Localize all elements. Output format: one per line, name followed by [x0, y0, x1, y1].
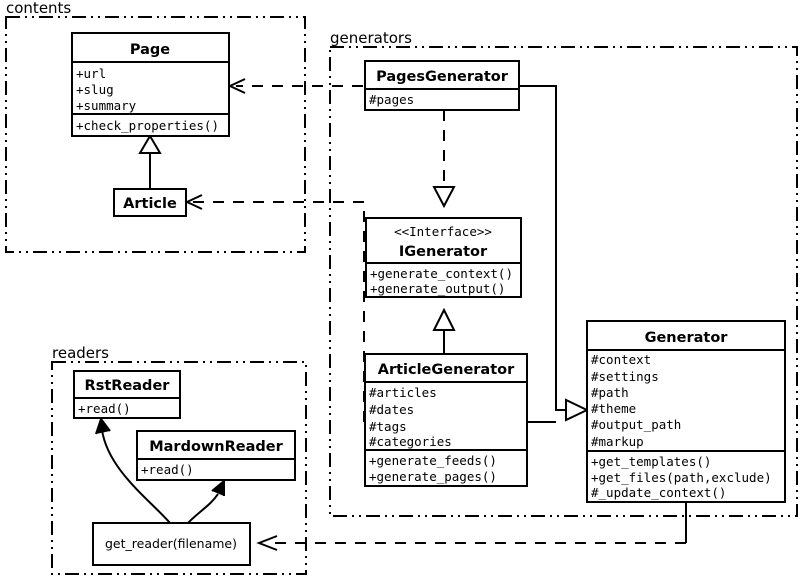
- class-page-attribute-2: +summary: [76, 98, 137, 113]
- class-box-page[interactable]: Page +url +slug +summary +check_properti…: [71, 32, 230, 137]
- class-generator-attribute-1: #settings: [591, 369, 659, 384]
- class-mardownreader-frame: [136, 430, 296, 481]
- package-contents-border: [5, 16, 306, 253]
- class-igenerator-method-1: +generate_output(): [370, 281, 505, 296]
- class-articlegenerator-attribute-0: #articles: [369, 385, 437, 400]
- edge-pagesgenerator-to-igenerator: [432, 110, 456, 209]
- hollow-triangle-icon: [432, 307, 456, 331]
- class-pagesgenerator-attribute-0: #pages: [369, 92, 414, 107]
- class-igenerator-title: IGenerator: [399, 244, 488, 260]
- class-page-attribute-1: +slug: [76, 82, 114, 97]
- class-generator-attribute-4: #output_path: [591, 417, 681, 432]
- class-page-method-0: +check_properties(): [76, 118, 219, 133]
- edge-pagesgenerator-to-page: [227, 78, 363, 94]
- class-igenerator-method-0: +generate_context(): [370, 266, 513, 281]
- class-generator-frame: [586, 320, 786, 503]
- edge-getreader-to-mardownreader: [185, 478, 225, 526]
- class-pagesgenerator-title: PagesGenerator: [376, 69, 509, 85]
- function-get-reader-label: get_reader(filename): [105, 536, 237, 551]
- edge-curve: [185, 493, 219, 526]
- package-generators-label: generators: [330, 29, 412, 47]
- class-rstreader-frame: [73, 370, 181, 419]
- class-pagesgenerator-frame: [364, 60, 520, 111]
- class-box-rstreader[interactable]: RstReader +read(): [73, 370, 181, 419]
- edge-line: [193, 201, 365, 422]
- class-articlegenerator-title: ArticleGenerator: [378, 362, 515, 378]
- class-box-articlegenerator[interactable]: ArticleGenerator #articles #dates #tags …: [364, 353, 528, 487]
- edge-articlegenerator-to-igenerator: [432, 307, 456, 354]
- class-generator-method-1: +get_files(path,exclude): [591, 470, 772, 485]
- class-generator-attribute-3: #theme: [591, 401, 636, 416]
- edge-generator-to-getreader: [256, 502, 687, 551]
- class-box-mardownreader[interactable]: MardownReader +read(): [136, 430, 296, 481]
- edge-curve: [101, 429, 171, 524]
- class-generator-attribute-2: #path: [591, 385, 629, 400]
- class-box-igenerator[interactable]: <<Interface>> IGenerator +generate_conte…: [365, 217, 522, 298]
- class-articlegenerator-method-0: +generate_feeds(): [369, 453, 497, 468]
- class-articlegenerator-method-1: +generate_pages(): [369, 469, 497, 484]
- edge-line-pagesgenerator: [519, 85, 568, 411]
- edge-articlegenerator-to-article: [184, 194, 365, 422]
- class-generator-attribute-5: #markup: [591, 434, 644, 449]
- solid-arrowhead-icon: [95, 416, 111, 435]
- edge-generators-to-generator: [519, 85, 590, 423]
- class-articlegenerator-attribute-1: #dates: [369, 402, 414, 417]
- function-box-get-reader[interactable]: get_reader(filename): [92, 522, 251, 566]
- class-articlegenerator-frame: [364, 353, 528, 487]
- open-arrowhead-icon: [256, 535, 278, 551]
- hollow-triangle-icon: [432, 186, 456, 209]
- package-contents: contents: [5, 0, 306, 253]
- class-rstreader-method-0: +read(): [78, 401, 131, 416]
- class-igenerator-frame: [365, 217, 522, 298]
- class-generator-title: Generator: [645, 330, 729, 346]
- class-generator-method-0: +get_templates(): [591, 454, 711, 469]
- hollow-triangle-icon: [565, 398, 590, 422]
- class-generator-attribute-0: #context: [591, 352, 651, 367]
- package-contents-label: contents: [6, 0, 71, 17]
- package-readers: readers: [51, 344, 307, 575]
- class-page-title: Page: [130, 42, 170, 58]
- class-mardownreader-method-0: +read(): [141, 462, 194, 477]
- class-articlegenerator-attribute-3: #categories: [369, 434, 452, 449]
- class-box-article[interactable]: Article: [113, 188, 187, 217]
- package-readers-label: readers: [52, 344, 109, 362]
- class-rstreader-title: RstReader: [85, 378, 171, 394]
- class-page-attribute-0: +url: [76, 66, 106, 81]
- class-article-frame: [113, 188, 187, 217]
- class-generator-method-2: #_update_context(): [591, 485, 726, 500]
- function-get-reader-frame: [92, 522, 251, 566]
- hollow-triangle-icon: [138, 134, 162, 154]
- edge-article-to-page: [138, 134, 162, 189]
- solid-arrowhead-icon: [211, 478, 225, 496]
- class-box-generator[interactable]: Generator #context #settings #path #them…: [586, 320, 786, 503]
- class-mardownreader-title: MardownReader: [149, 439, 283, 455]
- package-generators: generators: [329, 29, 798, 517]
- class-page-frame: [71, 32, 230, 137]
- class-igenerator-stereotype: <<Interface>>: [394, 224, 492, 239]
- package-generators-border: [329, 46, 798, 517]
- class-article-title: Article: [123, 196, 177, 212]
- class-box-pagesgenerator[interactable]: PagesGenerator #pages: [364, 60, 520, 111]
- package-readers-border: [51, 361, 307, 575]
- class-articlegenerator-attribute-2: #tags: [369, 419, 407, 434]
